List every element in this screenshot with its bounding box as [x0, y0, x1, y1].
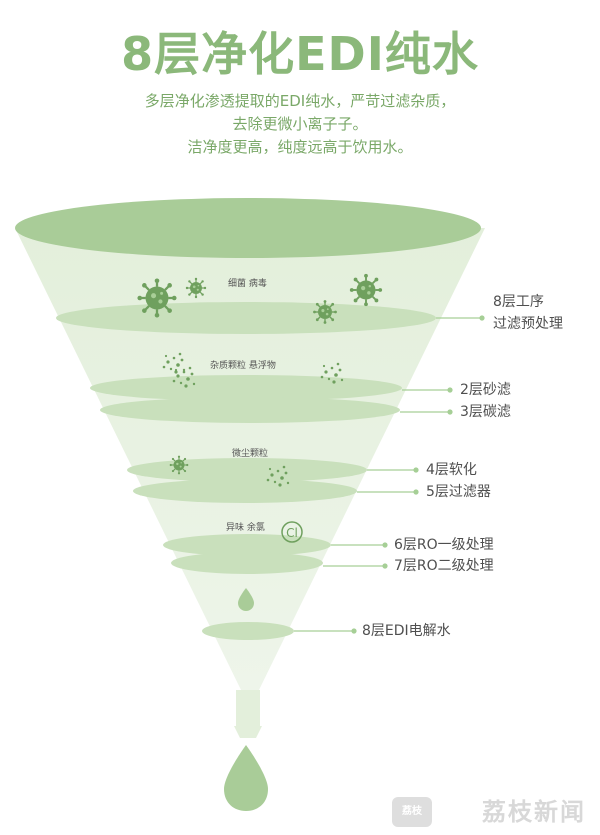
odor-chlorine-label: 异味 余氯 — [226, 523, 265, 533]
filter-layer-4 — [127, 458, 367, 482]
stage-7-label: 7层RO二级处理 — [394, 558, 494, 574]
bacteria-icon — [136, 277, 178, 319]
large-water-drop-icon — [224, 745, 268, 811]
subtitle-line-2: 去除更微小离子子。 — [232, 115, 368, 133]
filter-layer-2 — [90, 375, 402, 401]
stage-4-label: 4层软化 — [426, 462, 477, 478]
stage-1-label-line-2: 过滤预处理 — [493, 316, 563, 332]
bacteria-icon — [348, 272, 384, 308]
stage-1-label-line-1: 8层工序 — [493, 294, 544, 310]
filter-layer-8 — [202, 622, 294, 640]
filter-layer-5 — [133, 479, 357, 503]
watermark-logo: 荔枝 — [392, 797, 432, 827]
stage-6-label: 6层RO一级处理 — [394, 537, 494, 553]
stage-8-label: 8层EDI电解水 — [362, 623, 451, 639]
water-drop-icon — [238, 588, 254, 611]
chlorine-icon — [281, 521, 303, 543]
filter-layer-3 — [100, 397, 400, 423]
stage-5-label: 5层过滤器 — [426, 484, 491, 500]
page-title: 8层净化EDI纯水 — [121, 27, 479, 81]
watermark-brand: 荔枝新闻 — [482, 798, 586, 826]
impurities-label: 杂质颗粒 悬浮物 — [210, 361, 276, 371]
funnel-top — [15, 198, 481, 258]
filter-layer-6 — [163, 534, 331, 556]
chlorine-symbol: Cl — [286, 526, 298, 540]
funnel-spout — [236, 690, 260, 726]
dust-germ-icon — [169, 455, 189, 475]
stage-3-label: 3层碳滤 — [460, 404, 511, 420]
bacteria-virus-label: 细菌 病毒 — [228, 279, 267, 289]
virus-icon — [185, 277, 207, 299]
subtitle-line-3: 洁净度更高，纯度远高于饮用水。 — [187, 138, 413, 156]
filter-layer-1 — [56, 302, 436, 334]
subtitle-line-1: 多层净化渗透提取的EDI纯水，严苛过滤杂质， — [144, 92, 456, 110]
stage-2-label: 2层砂滤 — [460, 382, 511, 398]
dust-label: 微尘颗粒 — [232, 449, 269, 459]
virus-icon — [312, 299, 338, 325]
filter-layer-7 — [171, 552, 323, 574]
